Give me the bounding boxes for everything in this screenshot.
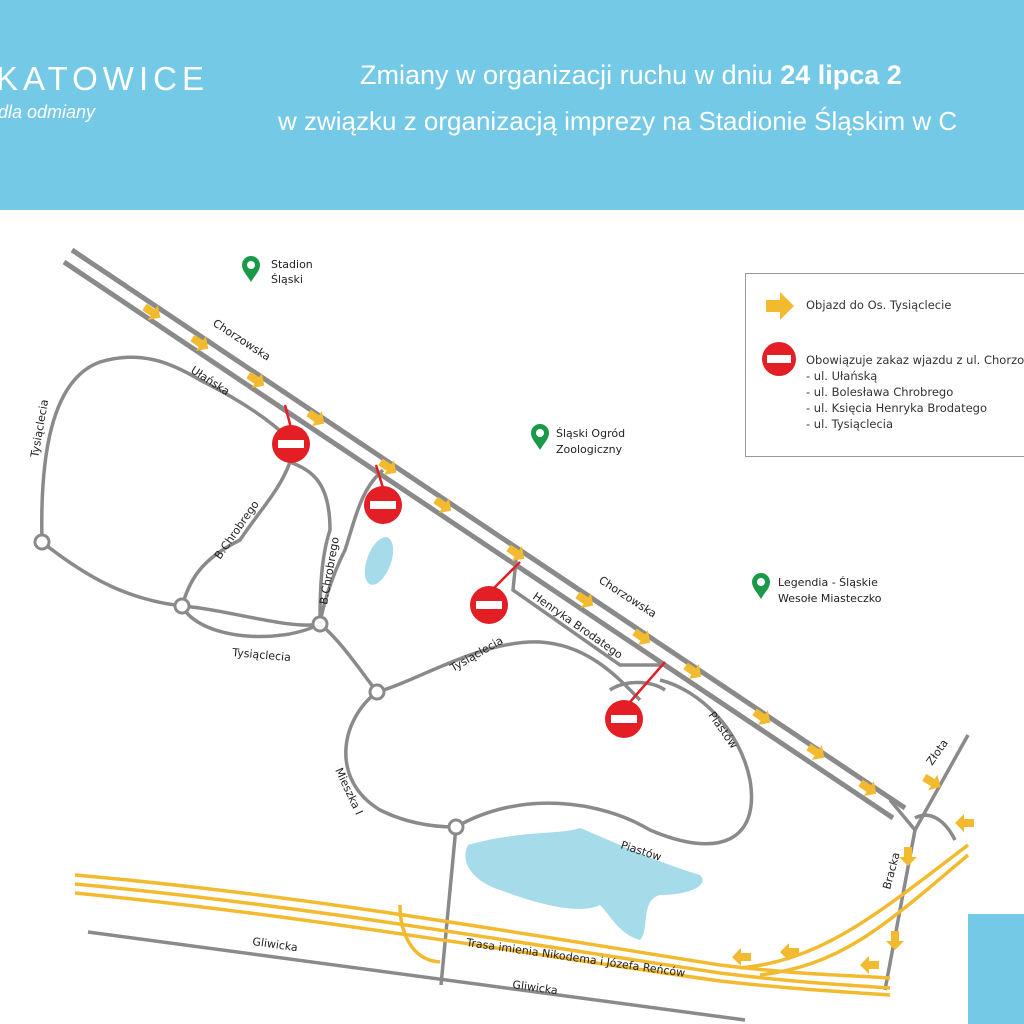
no-entry-sign-henryka — [470, 586, 508, 624]
legend-item: - ul. Tysiąclecia — [806, 417, 894, 431]
place-stadion: Stadion — [271, 258, 313, 271]
location-pin-icon — [242, 256, 260, 282]
map-legend: Objazd do Os. Tysiąclecie Obowiązuje zak… — [745, 273, 1024, 457]
place-legendia: Legendia - Śląskie — [778, 576, 878, 589]
street-label: Chorzowska — [596, 574, 658, 621]
street-label: Gliwicka — [252, 935, 299, 954]
street-label: Tysiąclecia — [231, 646, 292, 664]
no-entry-links — [283, 404, 666, 703]
legend-item: - ul. Ułańską — [806, 369, 878, 383]
page-title: Zmiany w organizacji ruchu w dniu 24 lip… — [360, 60, 902, 91]
location-pin-icon — [531, 424, 549, 450]
trasa-highway — [74, 843, 970, 997]
place-zoo: Śląski Ogród — [556, 427, 625, 440]
place-stadion: Śląski — [271, 273, 303, 286]
legend-no-entry-title: Obowiązuje zakaz wjazdu z ul. Chorzow — [806, 353, 1024, 367]
roundabouts — [33, 533, 465, 836]
small-pond — [364, 537, 394, 585]
place-zoo: Zoologiczny — [556, 443, 623, 456]
street-label: Piastów — [706, 709, 741, 751]
corner-decoration — [968, 914, 1024, 1024]
no-entry-sign-tysiaclecia — [605, 700, 643, 738]
legend-detour: Objazd do Os. Tysiąclecie — [806, 298, 952, 312]
legend-no-entry: Obowiązuje zakaz wjazdu z ul. Chorzow - … — [806, 352, 1024, 432]
street-label: Gliwicka — [512, 978, 559, 997]
street-label: Bracka — [880, 851, 902, 891]
title-date: 24 lipca 2 — [780, 60, 902, 90]
logo-slogan: dla odmiany — [0, 102, 96, 122]
street-label: Złota — [924, 737, 951, 768]
no-entry-sign-chrobrego — [364, 486, 402, 524]
no-entry-sign-ulanska — [272, 425, 310, 463]
title-text: Zmiany w organizacji ruchu w dniu — [360, 60, 781, 90]
katowice-logo: KATOWICE — [0, 60, 209, 97]
legend-item: - ul. Księcia Henryka Brodatego — [806, 401, 987, 415]
page-subtitle: w związku z organizacją imprezy na Stadi… — [278, 106, 958, 136]
lake — [465, 828, 703, 940]
street-label: Tysiąclecia — [447, 634, 505, 675]
street-label: B.Chrobrego — [212, 498, 262, 562]
legend-item: - ul. Bolesława Chrobrego — [806, 385, 954, 399]
location-pin-icon — [752, 573, 770, 599]
street-label: Chorzowska — [210, 317, 272, 364]
header-banner: KATOWICE dla odmiany Zmiany w organizacj… — [0, 0, 1024, 210]
place-legendia: Wesołe Miasteczko — [778, 592, 882, 605]
no-entry-icon — [762, 342, 796, 376]
detour-arrow-icon — [766, 292, 794, 320]
